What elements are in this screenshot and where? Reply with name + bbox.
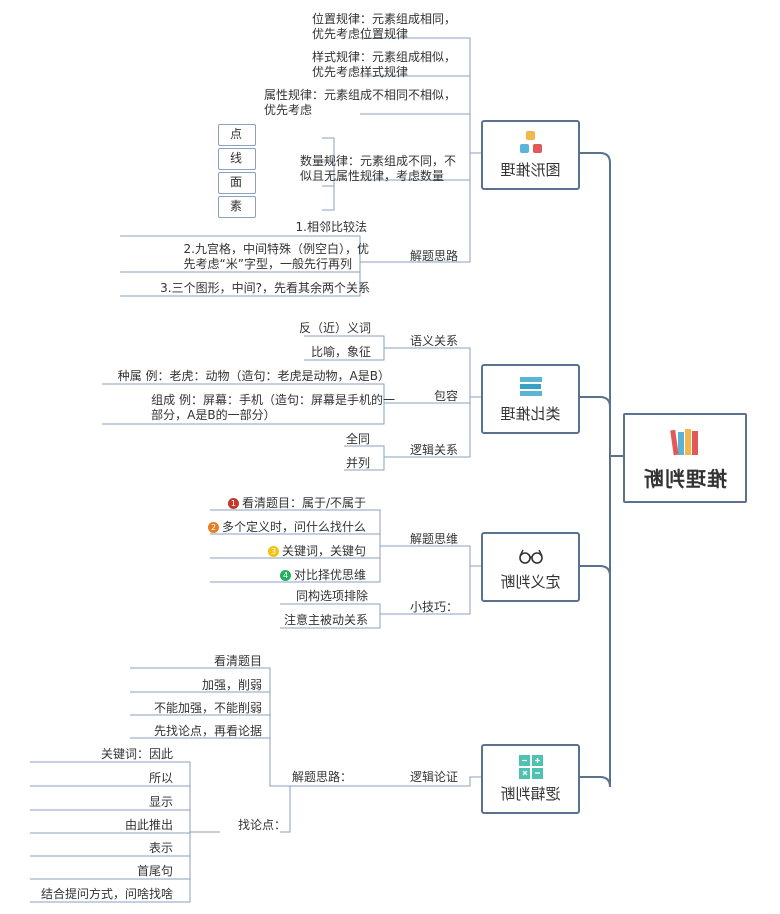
leaf-connector [322, 179, 344, 211]
number-1-icon: 1 [227, 498, 239, 509]
leaf-connector [102, 402, 395, 425]
topic-semantic-relation[interactable]: 语义关系 [409, 334, 458, 348]
leaf-adjacent-compare[interactable]: 1.相邻比较法 [295, 220, 367, 234]
leaf-shows[interactable]: 显示 [148, 795, 173, 809]
branch-graphic-reasoning[interactable]: 图形推理 [481, 120, 580, 190]
leaf-parallel[interactable]: 并列 [345, 456, 370, 470]
topic-connector [280, 785, 370, 833]
topic-solution-idea[interactable]: 解题思路 [409, 249, 458, 263]
leaf-synonym-antonym[interactable]: 反（近）义词 [298, 321, 371, 335]
leaf-strengthen-weaken[interactable]: 加强，削弱 [201, 678, 262, 692]
leaf-text: 关键词，关键句 [281, 544, 366, 558]
branch-connector [580, 396, 625, 457]
topic-logic-argument[interactable]: 逻辑论证 [409, 770, 458, 784]
branch-definition-judgement[interactable]: 定义判断 [481, 532, 580, 602]
leaf-composition[interactable]: 组成 例：屏幕：手机（造句：屏幕是手机的一 部分，A是B的一部分） [151, 393, 395, 422]
leaf-first-last-sentence[interactable]: 首尾句 [136, 864, 173, 878]
leaf-so[interactable]: 所以 [148, 771, 173, 785]
number-2-icon: 2 [207, 522, 219, 533]
topic-text: 位置规律：元素组成相同， 优先考虑位置规律 [311, 12, 456, 41]
leaf-metaphor[interactable]: 比喻，象征 [310, 345, 371, 359]
branch-label: 类比推理 [500, 405, 561, 423]
branch-label: 逻辑判断 [500, 785, 561, 803]
topic-connector [360, 152, 483, 263]
leaf-connector [130, 737, 280, 787]
leaf-identical[interactable]: 全同 [345, 432, 370, 446]
leaf-indicates[interactable]: 表示 [148, 841, 173, 855]
branch-connector [580, 152, 625, 457]
leaf-element[interactable]: 素 [229, 199, 242, 213]
leaf-nine-grid[interactable]: 2.九宫格，中间特殊（例空白），优 先考虑“米”字型，一般先行再列 [183, 242, 369, 271]
calculator-icon [519, 755, 543, 779]
topic-attribute-rule[interactable]: 属性规律：元素组成不相同不相似， 优先考虑 [264, 88, 456, 118]
branch-connector [580, 455, 625, 788]
topic-solution-thinking[interactable]: 解题思维 [409, 532, 458, 546]
leaf-text: 看清题目：属于/不属于 [241, 496, 366, 510]
number-4-icon: 4 [279, 570, 291, 581]
topic-connector [370, 776, 483, 787]
leaf-genus-species[interactable]: 种属 例：老虎：动物（造句：老虎是动物，A是B） [117, 369, 390, 383]
root-node[interactable]: 推理判断 [623, 413, 747, 503]
leaf-exclude-same-structure[interactable]: 同构选项排除 [295, 589, 368, 603]
stacked-books-icon [520, 377, 542, 396]
leaf-active-passive[interactable]: 注意主被动关系 [283, 613, 368, 627]
leaf-connector [280, 613, 390, 629]
leaf-read-question[interactable]: 看清题目 [213, 654, 262, 668]
topic-connector [360, 113, 483, 154]
leaf-line[interactable]: 线 [229, 151, 242, 165]
leaf-three-figures[interactable]: 3.三个图形，中间?，先看其余两个关系 [160, 281, 370, 295]
branch-connector [580, 455, 625, 577]
leaf-connector [30, 831, 220, 857]
leaf-connector [120, 261, 370, 297]
root-label: 推理判断 [643, 467, 727, 491]
branch-logic-judgement[interactable]: 逻辑判断 [481, 744, 580, 814]
books-icon [670, 429, 698, 456]
leaf-text: 对比择优思维 [293, 568, 366, 582]
topic-tips[interactable]: 小技巧： [409, 600, 458, 614]
shapes-abc-icon [520, 131, 542, 153]
leaf-connector [210, 545, 390, 583]
leaf-connector [344, 456, 395, 471]
leaf-plane[interactable]: 面 [229, 175, 242, 189]
leaf-text: 多个定义时，问什么找什么 [221, 520, 366, 534]
topic-text: 属性规律：元素组成不相同不相似， 优先考虑 [263, 88, 456, 117]
topic-position-rule[interactable]: 位置规律：元素组成相同， 优先考虑位置规律 [312, 12, 456, 42]
topic-connector [395, 396, 483, 458]
leaf-connector [30, 831, 220, 903]
number-3-icon: 3 [267, 546, 279, 557]
branch-label: 图形推理 [500, 161, 561, 179]
leaf-keyword-therefore[interactable]: 关键词：因此 [100, 747, 173, 761]
topic-quantity-rule[interactable]: 数量规律：元素组成不同，不 似且无属性规律，考虑数量 [300, 154, 456, 184]
topic-text: 数量规律：元素组成不同，不 似且无属性规律，考虑数量 [299, 154, 456, 183]
leaf-point[interactable]: 点 [229, 127, 242, 141]
leaf-combine-question[interactable]: 结合提问方式，问啥找啥 [40, 887, 173, 901]
leaf-connector [304, 347, 395, 361]
topic-text: 样式规律：元素组成相似， 优先考虑样式规律 [311, 50, 456, 79]
topic-logic-relation[interactable]: 逻辑关系 [409, 443, 458, 457]
topic-style-rule[interactable]: 样式规律：元素组成相似， 优先考虑样式规律 [312, 50, 456, 80]
leaf-neither[interactable]: 不能加强，不能削弱 [153, 701, 262, 715]
leaf-infer[interactable]: 由此推出 [124, 818, 173, 832]
topic-find-argument[interactable]: 找论点： [237, 818, 286, 832]
topic-connector [390, 545, 483, 567]
branch-label: 定义判断 [500, 573, 561, 591]
branch-analogy-reasoning[interactable]: 类比推理 [481, 364, 580, 434]
leaf-argument-first[interactable]: 先找论点，再看论据 [153, 724, 262, 738]
topic-inclusion[interactable]: 包容 [433, 389, 458, 403]
glasses-icon [519, 549, 543, 564]
topic-connector [390, 565, 483, 615]
topic-solution-steps[interactable]: 解题思路： [291, 770, 352, 784]
